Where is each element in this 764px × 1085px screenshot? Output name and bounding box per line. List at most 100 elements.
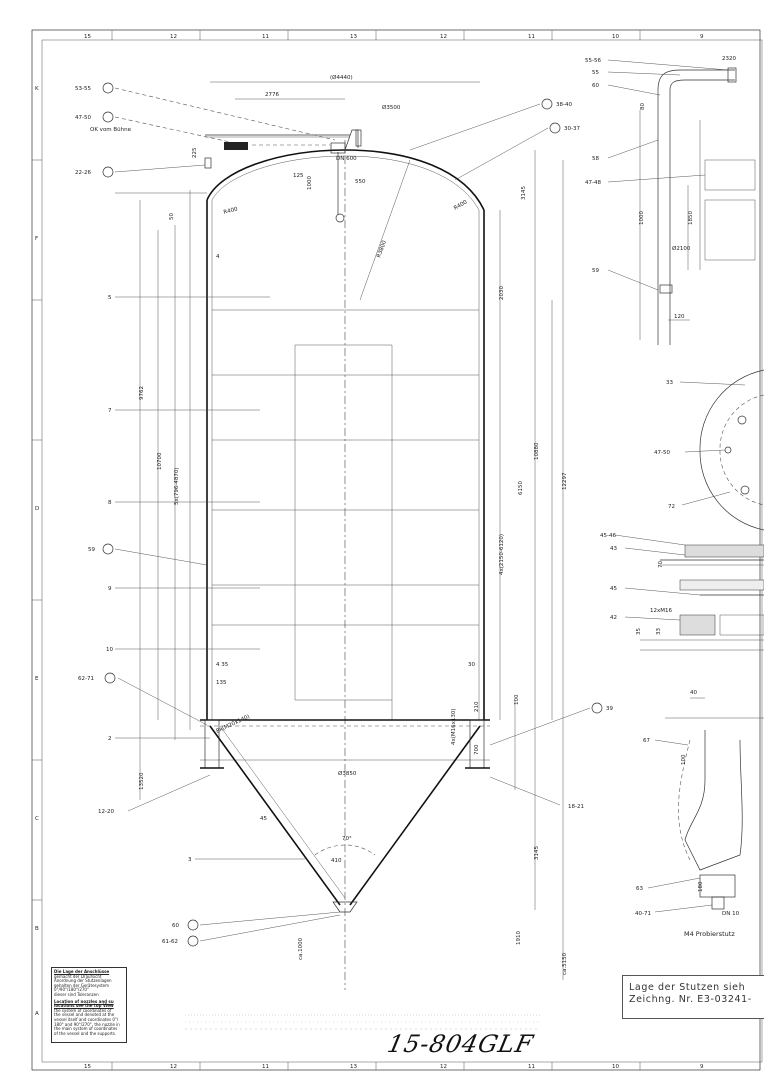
- note-de-line: dieser sind Toleranzen: [54, 991, 99, 997]
- bubble-38: [541, 98, 553, 110]
- label-shell-3: 3: [188, 857, 192, 863]
- dim-45: 45: [260, 816, 267, 822]
- dim-135: 135: [216, 680, 227, 686]
- dim-6150: 6150: [518, 481, 524, 495]
- dim-dn600: DN 600: [336, 156, 357, 162]
- detail-a-label-55-56: 55-56: [585, 58, 601, 64]
- detail-c-flanges: 45-46 43 45 42 12xM16 70 35 33: [600, 533, 764, 651]
- frame-left-rows: K F E D C B A: [32, 86, 42, 1017]
- zone-bottom-3: 11: [262, 1064, 269, 1070]
- dim-span-left: 5x(796-4870): [174, 467, 180, 505]
- dim-outer-diameter: (Ø4440): [330, 74, 353, 81]
- note-de-line: Anordnung der Stutzenlagen: [54, 978, 112, 984]
- label-59: 59: [88, 547, 95, 553]
- frame-bottom-zones: 15 12 11 13 12 11 10 9: [84, 1062, 704, 1070]
- label-shell-5: 5: [108, 295, 112, 301]
- zone-top-7: 10: [612, 34, 619, 40]
- detail-c-label-45: 45: [610, 586, 617, 592]
- note-de-line: gehalten der Gerätesystem: [54, 982, 109, 988]
- detail-d-label-67: 67: [643, 738, 650, 744]
- note-en-line: the main system of coordinates: [54, 1026, 118, 1032]
- reference-stamp: Lage der Stutzen sieh Zeichng. Nr. E3-03…: [622, 975, 764, 1019]
- dim-225: 225: [192, 147, 198, 158]
- detail-b-label-47-50: 47-50: [654, 450, 670, 456]
- detail-a-label-60: 60: [592, 83, 599, 89]
- row-B: B: [35, 926, 39, 932]
- note-en-line: of the vessel and the supports.: [54, 1030, 117, 1036]
- cone-left: [209, 725, 341, 906]
- stamp-line-1: Lage der Stutzen sieh: [629, 982, 746, 993]
- zone-bottom-4: 13: [350, 1064, 357, 1070]
- note-de-line: gemacht der Draufsicht: [54, 973, 102, 979]
- zone-top-6: 11: [528, 34, 535, 40]
- zone-top-8: 9: [700, 34, 704, 40]
- zone-bottom-6: 11: [528, 1064, 535, 1070]
- detail-a-dim-1000: 1000: [639, 211, 645, 225]
- dim-ca5150: ca.5150: [562, 952, 568, 975]
- zone-top-5: 12: [440, 34, 447, 40]
- dim-700: 700: [474, 744, 480, 755]
- zone-top-1: 15: [84, 34, 91, 40]
- dim-435: 4 35: [216, 662, 229, 668]
- detail-a-label-55: 55: [592, 70, 599, 76]
- dim-r400: R400: [223, 206, 239, 216]
- label-39: 39: [606, 706, 613, 712]
- row-D: D: [35, 506, 39, 512]
- zone-top-2: 12: [170, 34, 177, 40]
- note-en-heading-2: locations see the top View: [54, 1003, 114, 1009]
- row-A: A: [35, 1011, 39, 1017]
- note-en-line: 180° and 90°/270°, the nozzle in: [54, 1021, 120, 1027]
- zone-top-4: 13: [350, 34, 357, 40]
- bubble-60: [187, 919, 199, 931]
- detail-d-label-63: 63: [636, 886, 643, 892]
- bubble-22: [102, 166, 114, 178]
- detail-c-dim-35: 35: [636, 628, 642, 635]
- label-ok-buhne: OK vom Bühne: [90, 127, 132, 133]
- dim-angle-70: 70°: [342, 836, 352, 842]
- detail-a-dim-120: 120: [674, 314, 685, 320]
- detail-a-label-47-48: 47-48: [585, 180, 601, 186]
- note-en-line: vessel itself and coordinates 0°/: [54, 1016, 119, 1022]
- frame-top-zones: 15 12 11 13 12 11 10 9: [84, 30, 704, 40]
- detail-a-label-58: 58: [592, 156, 599, 162]
- note-de-line: 0°/90°/180°/270°: [54, 987, 89, 993]
- label-shell-10: 10: [106, 647, 113, 653]
- label-22-26: 22-26: [75, 170, 91, 176]
- dim-30: 30: [468, 662, 475, 668]
- detail-d-label-40-71: 40-71: [635, 911, 651, 917]
- row-C: C: [35, 816, 39, 822]
- dim-3145b: 3145: [534, 846, 540, 860]
- zone-bottom-2: 12: [170, 1064, 177, 1070]
- detail-b-topview: 33 47-50 72: [654, 369, 764, 531]
- detail-d-section: 67 63 40-71 40 100 180 DN 10 M4 Probiers…: [635, 690, 764, 938]
- row-F: F: [35, 236, 38, 242]
- label-shell-2: 2: [108, 736, 112, 742]
- dim-1000: 1000: [307, 176, 313, 190]
- detail-c-dim-70: 70: [658, 561, 664, 568]
- dim-13520: 13520: [139, 772, 145, 790]
- bubble-61: [187, 935, 199, 947]
- detail-d-caption: M4 Probierstutz: [684, 930, 735, 938]
- cone-outlet: [332, 901, 358, 913]
- dim-o3850: Ø3850: [338, 770, 357, 777]
- dim-bolts-right: 4x(M16x130): [451, 708, 457, 745]
- dim-10700: 10700: [157, 452, 163, 470]
- label-62-71: 62-71: [78, 676, 94, 682]
- dim-125: 125: [293, 173, 304, 179]
- label-18-21: 18-21: [568, 804, 584, 810]
- detail-c-label-12xm16: 12xM16: [650, 608, 672, 614]
- dim-10880: 10880: [534, 442, 540, 460]
- dim-2030: 2030: [499, 286, 505, 300]
- dim-100: 100: [514, 694, 520, 705]
- zone-bottom-7: 10: [612, 1064, 619, 1070]
- detail-c-label-45-46: 45-46: [600, 533, 616, 539]
- dim-550: 550: [355, 179, 366, 185]
- detail-a-dim-80: 80: [640, 103, 646, 110]
- dim-410: 410: [331, 858, 342, 864]
- detail-a-label-59: 59: [592, 268, 599, 274]
- zone-bottom-8: 9: [700, 1064, 704, 1070]
- detail-c-dim-33: 33: [656, 628, 662, 635]
- note-en-line: the vessel and denoted at the: [54, 1012, 115, 1018]
